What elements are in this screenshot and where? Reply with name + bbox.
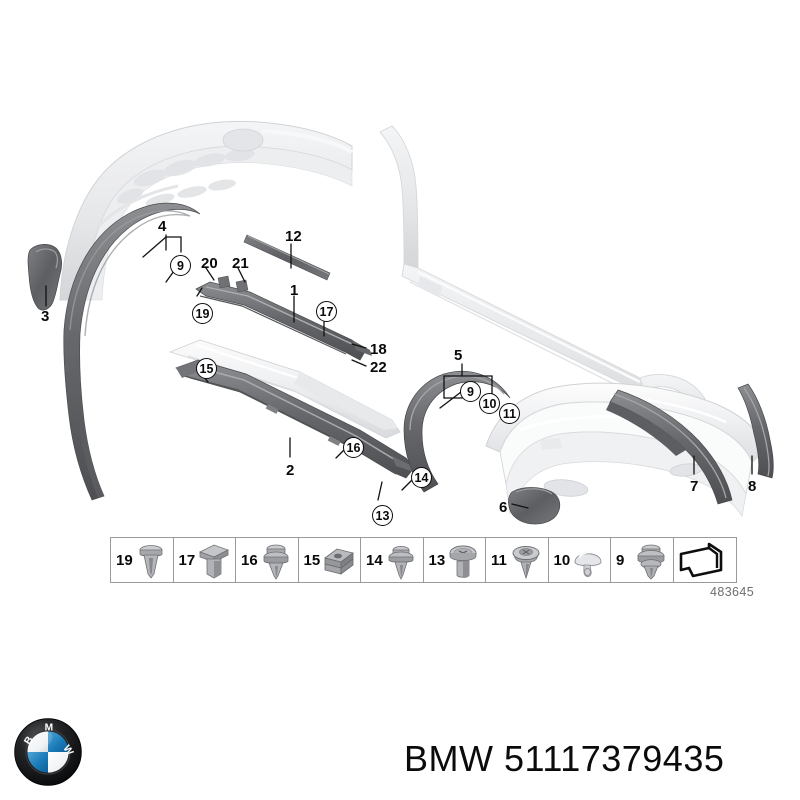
callout-5: 5 [454,347,463,364]
callout-20: 20 [201,255,218,272]
callout-8: 8 [748,478,757,495]
callout-circled-15: 15 [196,358,217,379]
legend-number-17: 17 [178,551,196,569]
dome-cap-plug-icon [574,551,602,578]
legend-number-9: 9 [616,551,625,569]
callout-1: 1 [290,282,299,299]
callout-circled-13: 13 [372,505,393,526]
legend-number-13: 13 [428,551,446,569]
callout-circled-16: 16 [343,437,364,458]
legend-number-14: 14 [366,551,383,569]
legend-number-16: 16 [241,551,258,569]
stepped-push-rivet-icon [637,544,664,580]
callout-21: 21 [232,255,249,272]
drawing-reference-number: 483645 [710,585,755,599]
part-6-corner-piece [508,487,561,525]
front-bumper-ghost [59,120,353,301]
logo-letter-m: M [45,723,54,734]
bmw-roundel-icon: B M W [14,718,82,786]
legend-cell-14[interactable]: 14 [361,538,424,582]
part-number-label: BMW 51117379435 [404,738,725,779]
part-4-front-wheel-arch-trim [63,202,201,501]
part-3-corner-wedge [27,244,62,311]
round-head-grommet-icon [263,544,288,580]
callout-circled-17: 17 [316,301,337,322]
callout-circled-19: 19 [192,303,213,324]
flanged-push-pin-icon [388,546,413,580]
callout-circled-9-rear: 9 [460,381,481,402]
sill-panel-white [168,339,401,439]
legend-cell-13[interactable]: 13 [424,538,486,582]
rear-bumper-assembly [485,382,767,518]
callout-6: 6 [499,499,508,516]
legend-number-19: 19 [116,551,133,569]
legend-cell-11[interactable]: 11 [486,538,549,582]
callout-circled-10: 10 [479,393,500,414]
callout-12: 12 [285,228,302,245]
callout-18: 18 [370,341,387,358]
square-head-clip-icon [198,544,230,579]
legend-cell-15[interactable]: 15 [299,538,361,582]
callout-3: 3 [41,308,50,325]
callout-circled-14: 14 [411,467,432,488]
legend-cell-17[interactable]: 17 [174,538,236,582]
leader-lines [45,234,753,509]
arrow-bracket-symbol-icon [679,542,723,578]
legend-cell-19[interactable]: 19 [111,538,174,582]
legend-cell-10[interactable]: 10 [549,538,611,582]
callout-circled-11: 11 [499,403,520,424]
wide-flange-clip-icon [512,546,539,580]
part-8-rear-corner-spoiler [737,383,774,479]
callout-7: 7 [690,478,699,495]
legend-number-11: 11 [491,551,507,569]
part-5-rear-wheel-arch-trim [403,370,511,493]
part-12-thin-strip [243,234,331,281]
callout-2: 2 [286,462,295,479]
sheet-metal-nut-icon [324,548,354,575]
legend-cell-arrow-symbol[interactable] [674,538,737,582]
part-1-sill-molding [195,275,372,361]
push-rivet-conical-icon [139,545,162,579]
legend-cell-9[interactable]: 9 [611,538,674,582]
hardware-legend-strip: 19 17 16 [110,537,737,583]
legend-cell-16[interactable]: 16 [236,538,299,582]
part-7-rear-spoiler-lip [606,389,733,505]
screw-rivet-icon [449,545,477,578]
callout-22: 22 [370,359,387,376]
callout-circled-9-front: 9 [170,255,191,276]
callout-4: 4 [158,218,167,235]
legend-number-15: 15 [303,551,321,569]
legend-number-10: 10 [553,551,571,569]
